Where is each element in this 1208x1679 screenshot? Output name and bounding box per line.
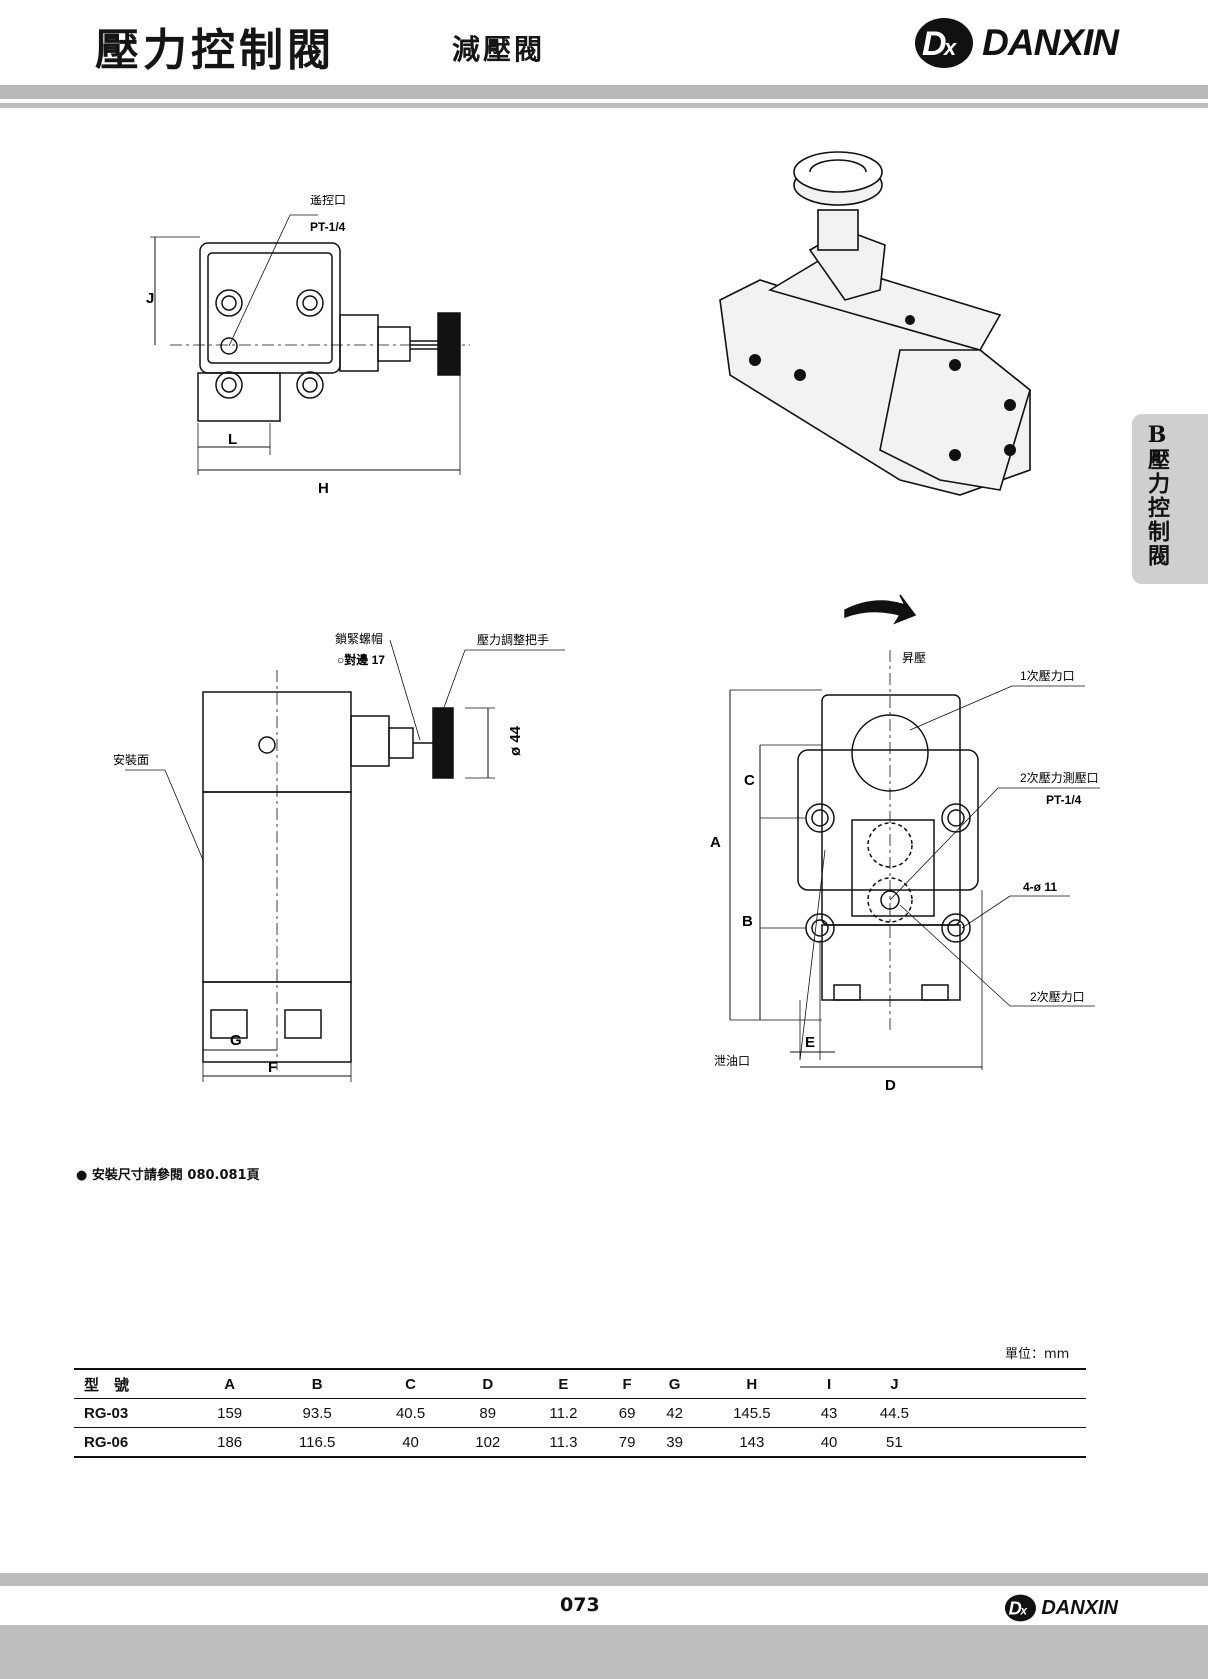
drain-port-label: 泄油口 — [714, 1054, 750, 1068]
remote-port-label: 遙控口 — [310, 195, 346, 207]
table-cell: 11.2 — [523, 1398, 604, 1428]
footer-band — [0, 1625, 1208, 1679]
table-cell: 89 — [452, 1398, 524, 1428]
table-row: RG-03 159 93.5 40.5 89 11.2 69 42 145.5 … — [74, 1398, 1086, 1428]
table-cell: 93.5 — [265, 1398, 369, 1428]
brand-logo: D x DANXIN — [914, 12, 1119, 74]
adjust-handle-label: 壓力調整把手 — [477, 632, 549, 647]
header-bar — [0, 85, 1208, 99]
section-tab-letter: B — [1147, 422, 1167, 448]
table-cell: 79 — [603, 1427, 651, 1458]
col-header: B — [265, 1368, 369, 1399]
col-header: A — [194, 1368, 266, 1399]
section-tab-label: 壓力控制閥 — [1144, 448, 1170, 568]
col-spacer — [936, 1368, 1086, 1399]
dimension-table: 型 號 A B C D E F G H I J RG-03 159 93.5 4… — [74, 1368, 1086, 1458]
footer-logo: D x DANXIN — [1004, 1593, 1118, 1623]
dim-label-h: H — [318, 480, 329, 497]
table-cell: 44.5 — [852, 1398, 936, 1428]
dim-label-a: A — [710, 834, 721, 851]
dim-label-b: B — [742, 913, 753, 930]
top-view-drawing: J L H 遙控口 PT-1/4 — [146, 195, 470, 497]
table-cell: 40 — [369, 1427, 453, 1458]
unit-label: 單位：mm — [1005, 1347, 1070, 1362]
lock-nut-size: ○對邊 17 — [337, 652, 385, 667]
svg-text:D: D — [922, 25, 947, 63]
brand-name: DANXIN — [982, 22, 1119, 63]
header-rule — [0, 103, 1208, 108]
footer-bar — [0, 1573, 1208, 1586]
footer-brand-name: DANXIN — [1041, 1596, 1118, 1619]
dim-label-l: L — [228, 431, 237, 448]
mounting-note: ● 安裝尺寸請參閱 080.081頁 — [76, 1168, 260, 1183]
col-header: H — [698, 1368, 806, 1399]
page-title: 壓力控制閥 — [95, 25, 335, 76]
table-cell-model: RG-06 — [74, 1427, 194, 1458]
table-cell: 11.3 — [523, 1427, 604, 1458]
dx-logo-icon: D x — [915, 18, 974, 68]
knob-diameter: ø 44 — [507, 725, 524, 756]
gauge-port-size: PT-1/4 — [1046, 793, 1082, 807]
svg-text:x: x — [1020, 1604, 1028, 1617]
table-cell: 143 — [698, 1427, 806, 1458]
page-number: 073 — [560, 1594, 600, 1616]
table-cell: 40 — [805, 1427, 853, 1458]
dim-label-g: G — [230, 1032, 242, 1049]
col-header-model: 型 號 — [74, 1368, 194, 1399]
col-header: C — [369, 1368, 453, 1399]
front-view-drawing: C A B E D 昇壓 1次壓力口 2次壓力測壓口 PT-1/4 4-ø 11… — [710, 594, 1100, 1094]
table-row: RG-06 186 116.5 40 102 11.3 79 39 143 40… — [74, 1427, 1086, 1458]
svg-text:D: D — [1009, 1598, 1022, 1618]
gauge-port-label: 2次壓力測壓口 — [1020, 771, 1099, 785]
table-cell: 42 — [650, 1398, 699, 1428]
mount-face-label: 安裝面 — [113, 752, 149, 767]
col-header: I — [805, 1368, 853, 1399]
table-cell: 39 — [650, 1427, 699, 1458]
table-cell: 102 — [452, 1427, 524, 1458]
table-cell: 69 — [603, 1398, 651, 1428]
primary-port-label: 1次壓力口 — [1020, 669, 1075, 683]
remote-port-size: PT-1/4 — [310, 220, 346, 234]
col-header: F — [603, 1368, 651, 1399]
table-cell-model: RG-03 — [74, 1398, 194, 1428]
dx-logo-icon: D x — [1005, 1594, 1037, 1622]
raise-pressure-label: 昇壓 — [902, 651, 926, 665]
table-cell: 145.5 — [698, 1398, 806, 1428]
secondary-port-label: 2次壓力口 — [1030, 990, 1085, 1004]
bolt-holes-label: 4-ø 11 — [1023, 880, 1057, 894]
col-header: J — [852, 1368, 936, 1399]
table-header-row: 型 號 A B C D E F G H I J — [74, 1368, 1086, 1399]
page-subtitle: 減壓閥 — [452, 33, 546, 66]
table-cell: 43 — [805, 1398, 853, 1428]
col-header: G — [650, 1368, 699, 1399]
lock-nut-label: 鎖緊螺帽 — [335, 631, 383, 646]
section-tab[interactable]: B 壓力控制閥 — [1132, 414, 1208, 584]
table-cell: 186 — [194, 1427, 266, 1458]
dim-label-e: E — [805, 1034, 815, 1051]
dim-label-c: C — [744, 772, 755, 789]
table-cell: 51 — [852, 1427, 936, 1458]
table-cell: 116.5 — [265, 1427, 369, 1458]
table-cell: 159 — [194, 1398, 266, 1428]
table-cell: 40.5 — [369, 1398, 453, 1428]
col-header: E — [523, 1368, 604, 1399]
isometric-view-drawing — [719, 151, 1031, 496]
svg-text:x: x — [943, 35, 957, 60]
dim-label-j: J — [146, 290, 154, 307]
col-header: D — [452, 1368, 524, 1399]
side-view-drawing: G F ø 44 安裝面 鎖緊螺帽 ○對邊 17 壓力調整把手 — [113, 631, 565, 1082]
dim-label-f: F — [268, 1059, 277, 1076]
dim-label-d: D — [885, 1077, 896, 1094]
